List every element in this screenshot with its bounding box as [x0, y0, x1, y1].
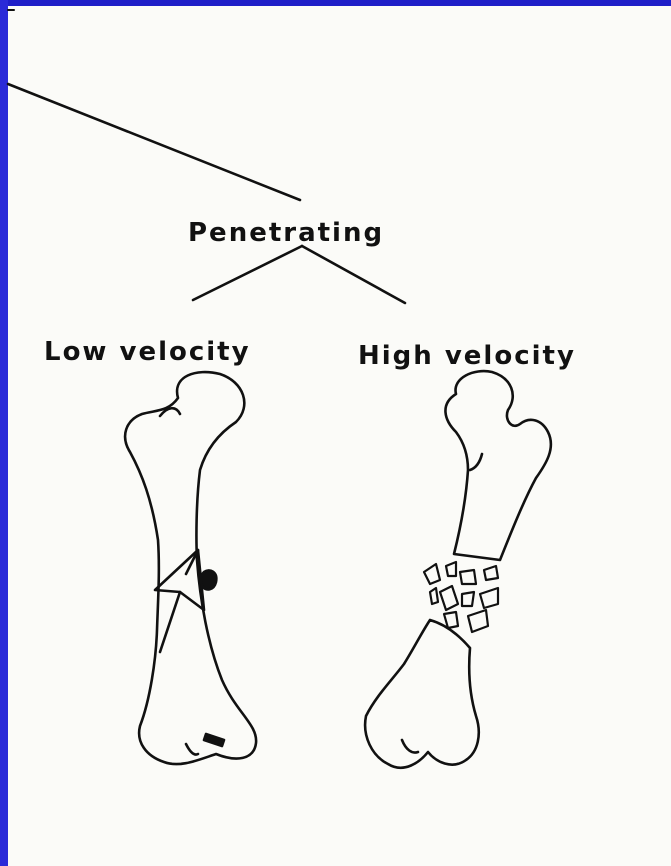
- low-velocity-femur: [125, 372, 256, 764]
- low-velocity-label: Low velocity: [44, 337, 251, 367]
- high-velocity-femur: [365, 371, 551, 768]
- branch-line-right: [302, 246, 405, 303]
- connector-line-upper: [8, 84, 300, 200]
- penetrating-label: Penetrating: [188, 218, 384, 248]
- high-velocity-condyle-line: [402, 740, 418, 753]
- high-velocity-label: High velocity: [358, 341, 576, 371]
- low-velocity-condyle-line: [186, 744, 198, 755]
- high-velocity-neck-line: [470, 454, 482, 470]
- high-velocity-proximal-segment: [445, 371, 550, 560]
- low-velocity-bullet-hole: [201, 570, 217, 589]
- high-velocity-distal-segment: [365, 620, 479, 768]
- branch-line-left: [193, 246, 302, 300]
- low-velocity-bullet-fragment: [204, 734, 224, 746]
- low-velocity-bone-outline: [125, 372, 256, 764]
